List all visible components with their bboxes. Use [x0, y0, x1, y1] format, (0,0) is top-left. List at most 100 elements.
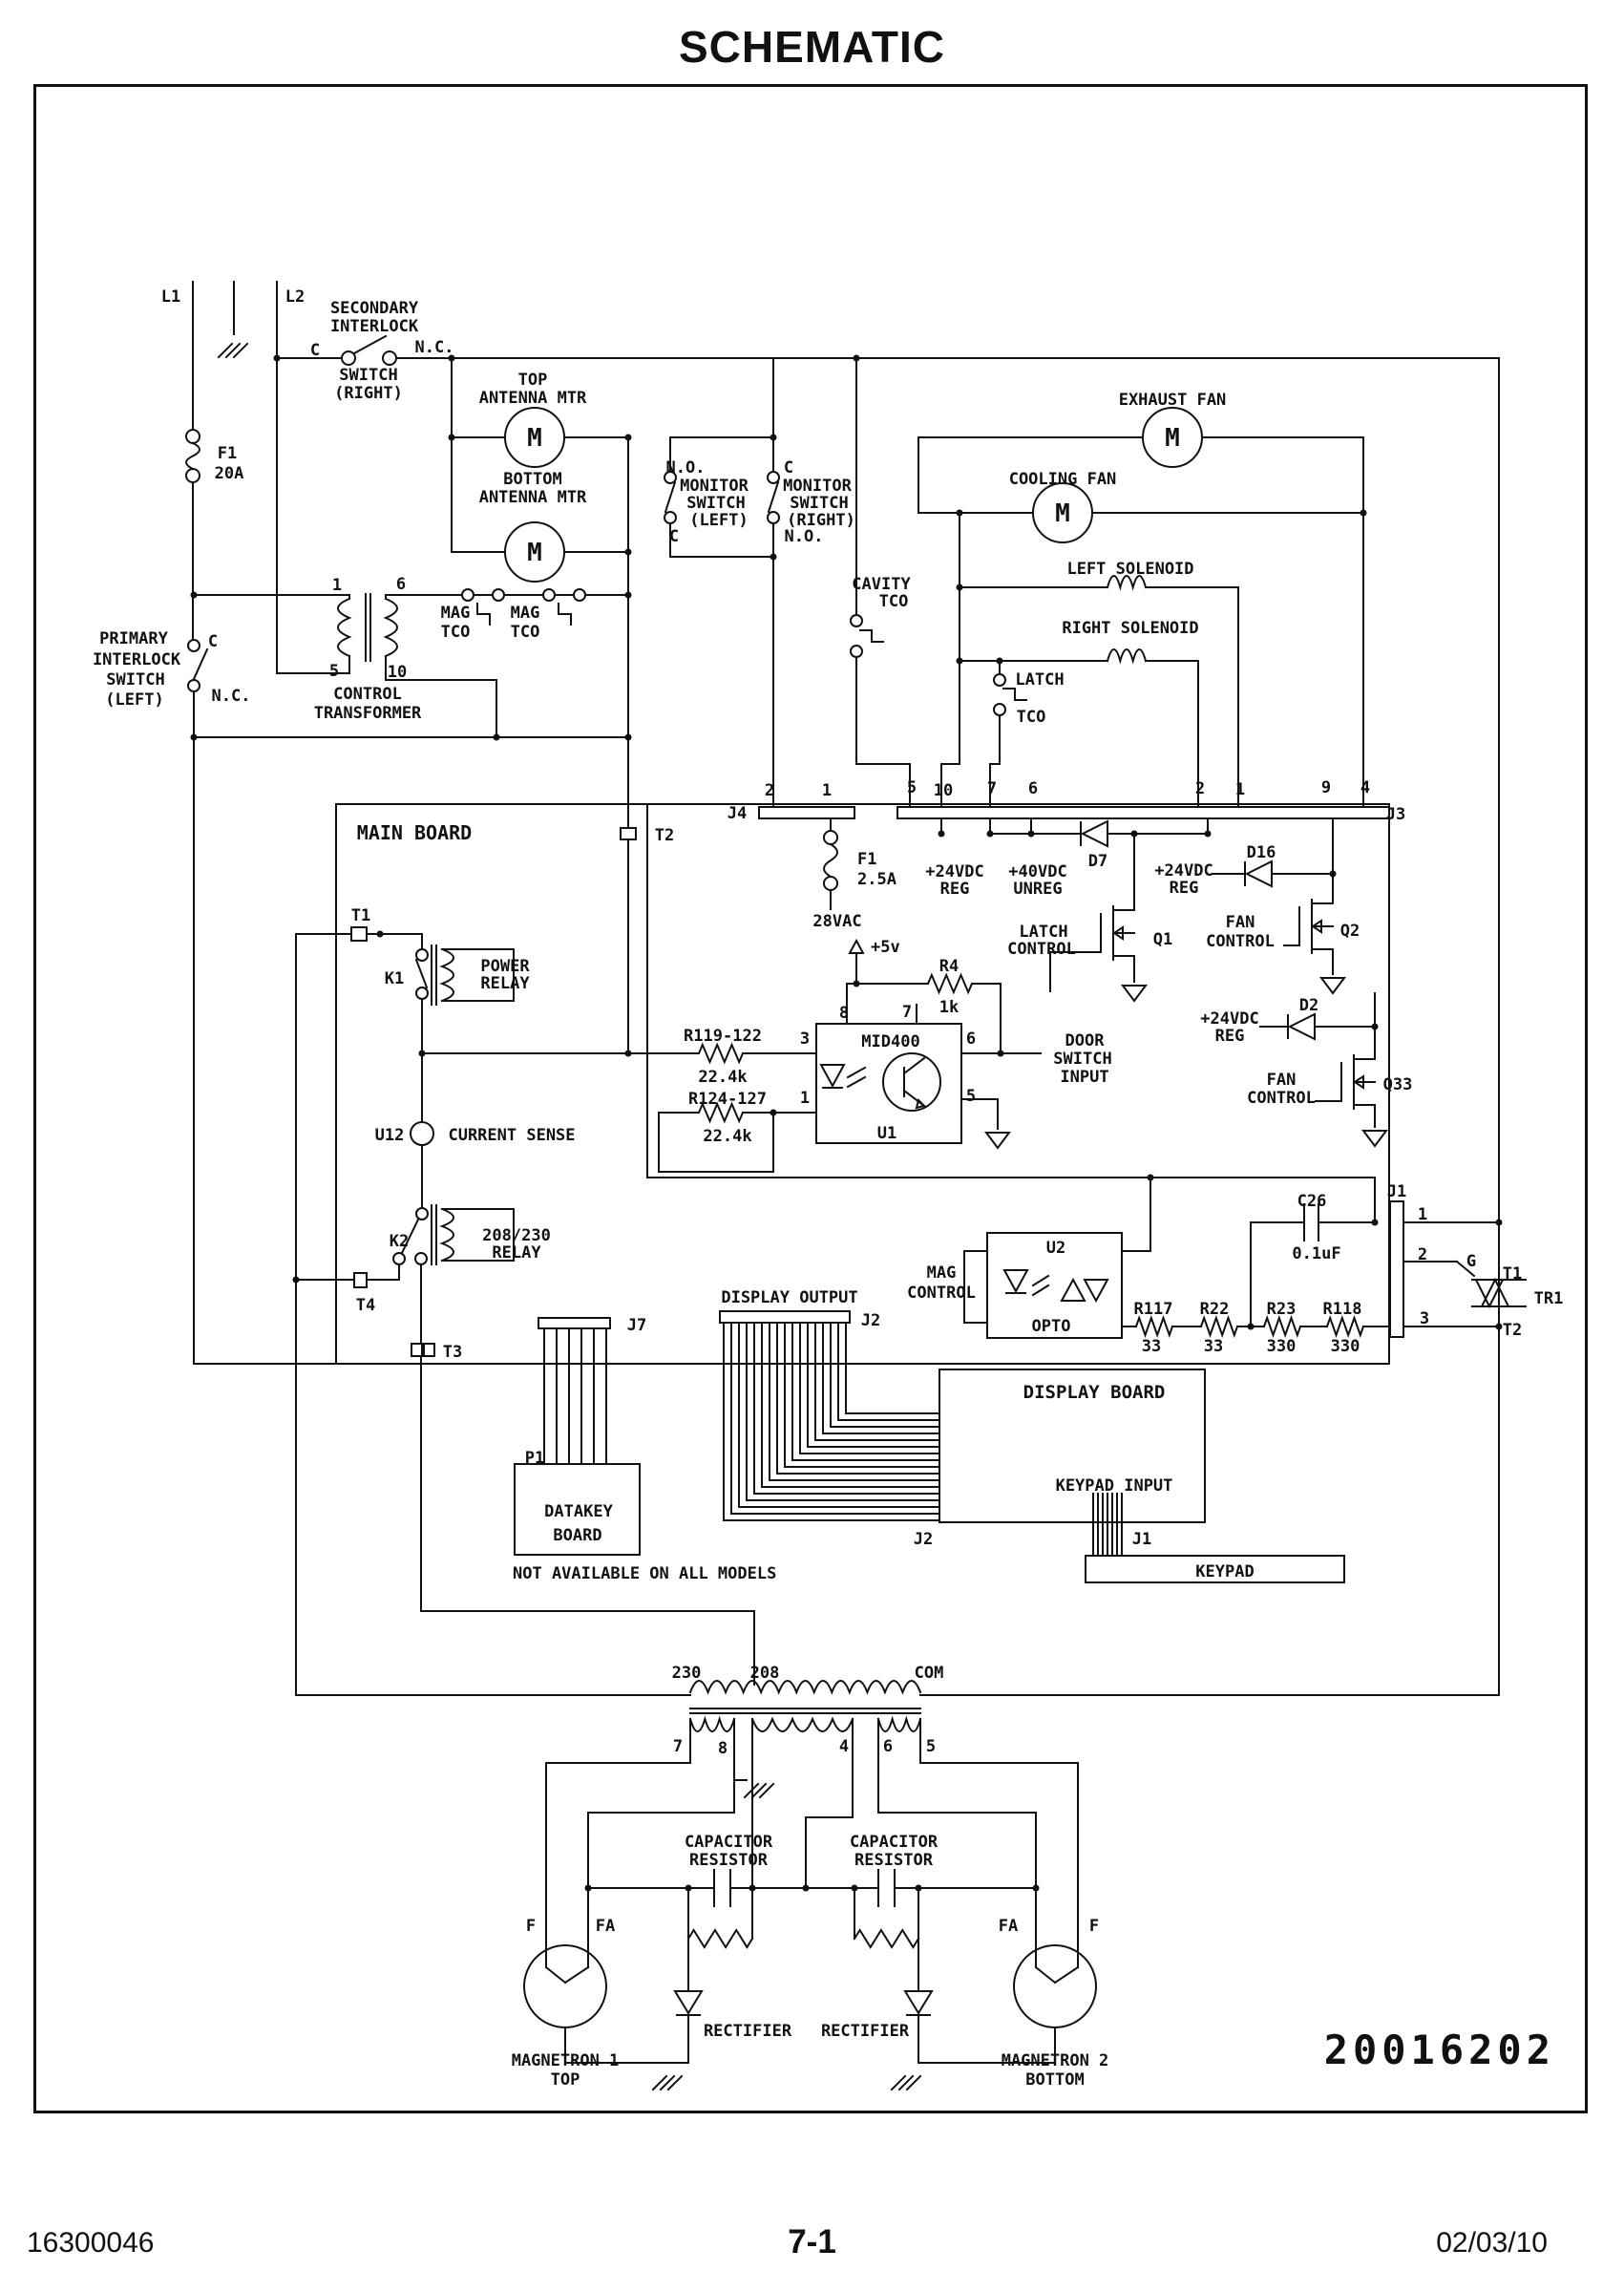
schematic-label: Q33: [1383, 1075, 1413, 1094]
schematic-label: +24VDC: [1200, 1009, 1258, 1029]
schematic-label: RECTIFIER: [821, 2022, 910, 2041]
schematic-label: 20A: [215, 464, 244, 483]
schematic-label: 10: [934, 781, 953, 800]
schematic-label: CAPACITOR: [850, 1833, 939, 1852]
schematic-label: 22.4k: [698, 1068, 747, 1087]
schematic-label: (RIGHT): [334, 384, 403, 403]
schematic-label: 0.1uF: [1292, 1244, 1340, 1263]
schematic-label: MAG: [927, 1263, 957, 1283]
schematic-label: 2: [765, 781, 774, 800]
schematic-label: R4: [939, 957, 959, 976]
schematic-label: M: [527, 539, 542, 567]
schematic-label: LEFT SOLENOID: [1066, 560, 1193, 579]
schematic-label: J7: [627, 1316, 646, 1335]
schematic-label: RELAY: [492, 1243, 541, 1263]
schematic-label: FA: [999, 1917, 1018, 1936]
schematic-label: ANTENNA MTR: [479, 488, 587, 507]
schematic-label: L1: [161, 287, 180, 307]
schematic-label: 7: [902, 1003, 912, 1022]
schematic-label: BOTTOM: [503, 470, 561, 489]
schematic-label: F1: [857, 850, 876, 869]
schematic-label: CONTROL: [1206, 932, 1275, 951]
schematic-label: RESISTOR: [854, 1851, 934, 1870]
schematic-label: TCO: [879, 592, 909, 611]
schematic-label: 9: [1321, 778, 1331, 797]
schematic-label: R118: [1323, 1300, 1362, 1319]
schematic-label: REG: [1170, 879, 1199, 898]
schematic-label: INTERLOCK: [93, 650, 181, 669]
schematic-label: 3: [800, 1029, 810, 1049]
schematic-label: PRIMARY: [99, 629, 168, 648]
schematic-label: 4: [1360, 778, 1370, 797]
schematic-label: KEYPAD: [1195, 1562, 1254, 1581]
schematic-label: KEYPAD INPUT: [1056, 1476, 1173, 1496]
schematic-label: 208/230: [482, 1226, 551, 1245]
schematic-label: 330: [1331, 1337, 1360, 1356]
schematic-label: 5: [966, 1087, 976, 1106]
page-title: SCHEMATIC: [678, 22, 946, 72]
schematic-label: MAG: [511, 604, 540, 623]
schematic-label: INTERLOCK: [330, 317, 419, 336]
schematic-label: 1: [332, 576, 342, 595]
schematic-label: 22.4k: [703, 1127, 751, 1146]
schematic-label: 1k: [939, 998, 959, 1017]
schematic-label: D7: [1088, 852, 1107, 871]
schematic-label: C: [208, 632, 218, 651]
schematic-label: UNREG: [1013, 880, 1062, 899]
schematic-label: M: [527, 424, 542, 453]
schematic-label: RECTIFIER: [704, 2022, 792, 2041]
schematic-label: FA: [596, 1917, 615, 1936]
schematic-label: 5: [926, 1737, 936, 1756]
schematic-label: R124-127: [688, 1090, 767, 1109]
schematic-label: J1: [1132, 1530, 1151, 1549]
schematic-label: SWITCH: [106, 670, 164, 690]
schematic-label: N.O.: [785, 527, 824, 546]
schematic-label: CAVITY: [852, 575, 911, 594]
schematic-label: OPTO: [1032, 1317, 1071, 1336]
schematic-label: (LEFT): [105, 690, 163, 710]
schematic-label: MAIN BOARD: [357, 821, 472, 844]
schematic-label: TCO: [511, 623, 540, 642]
schematic-label: TRANSFORMER: [314, 704, 422, 723]
footer-doc-number: 16300046: [27, 2227, 155, 2259]
schematic-label: +24VDC: [1154, 861, 1213, 881]
schematic-label: RELAY: [480, 974, 530, 993]
schematic-frame: [33, 84, 1588, 2113]
schematic-label: 2.5A: [857, 870, 896, 889]
schematic-label: G: [1466, 1252, 1476, 1271]
schematic-label: DATAKEY: [544, 1502, 613, 1521]
schematic-label: BOTTOM: [1025, 2070, 1084, 2090]
schematic-label: 10: [388, 663, 407, 682]
schematic-label: CURRENT SENSE: [448, 1126, 575, 1145]
schematic-label: M: [1055, 499, 1070, 528]
schematic-label: 1: [800, 1089, 810, 1108]
schematic-label: U2: [1046, 1239, 1065, 1258]
schematic-label: R23: [1267, 1300, 1297, 1319]
schematic-label: K1: [385, 969, 404, 988]
schematic-label: F1: [218, 444, 237, 463]
schematic-label: 330: [1267, 1337, 1297, 1356]
schematic-label: 8: [718, 1739, 728, 1758]
schematic-label: 2: [1195, 779, 1205, 798]
schematic-label: +5v: [871, 938, 900, 957]
schematic-label: 1: [1418, 1205, 1427, 1224]
schematic-label: 5: [907, 778, 917, 797]
schematic-label: 4: [839, 1737, 849, 1756]
schematic-label: M: [1165, 424, 1180, 453]
schematic-label: 33: [1142, 1337, 1161, 1356]
schematic-label: ANTENNA MTR: [479, 389, 587, 408]
schematic-label: (LEFT): [689, 511, 748, 530]
schematic-label: 1: [822, 781, 832, 800]
schematic-label: T1: [351, 906, 370, 925]
schematic-label: DOOR: [1065, 1031, 1106, 1050]
schematic-label: U12: [375, 1126, 405, 1145]
schematic-label: CONTROL: [907, 1284, 976, 1303]
schematic-label: 8: [839, 1004, 849, 1023]
schematic-label: 2: [1418, 1245, 1427, 1264]
schematic-label: C: [784, 458, 793, 478]
schematic-label: +24VDC: [925, 862, 983, 881]
schematic-label: L2: [285, 287, 305, 307]
schematic-label: SWITCH: [1053, 1050, 1111, 1069]
schematic-label: TOP: [551, 2070, 580, 2090]
